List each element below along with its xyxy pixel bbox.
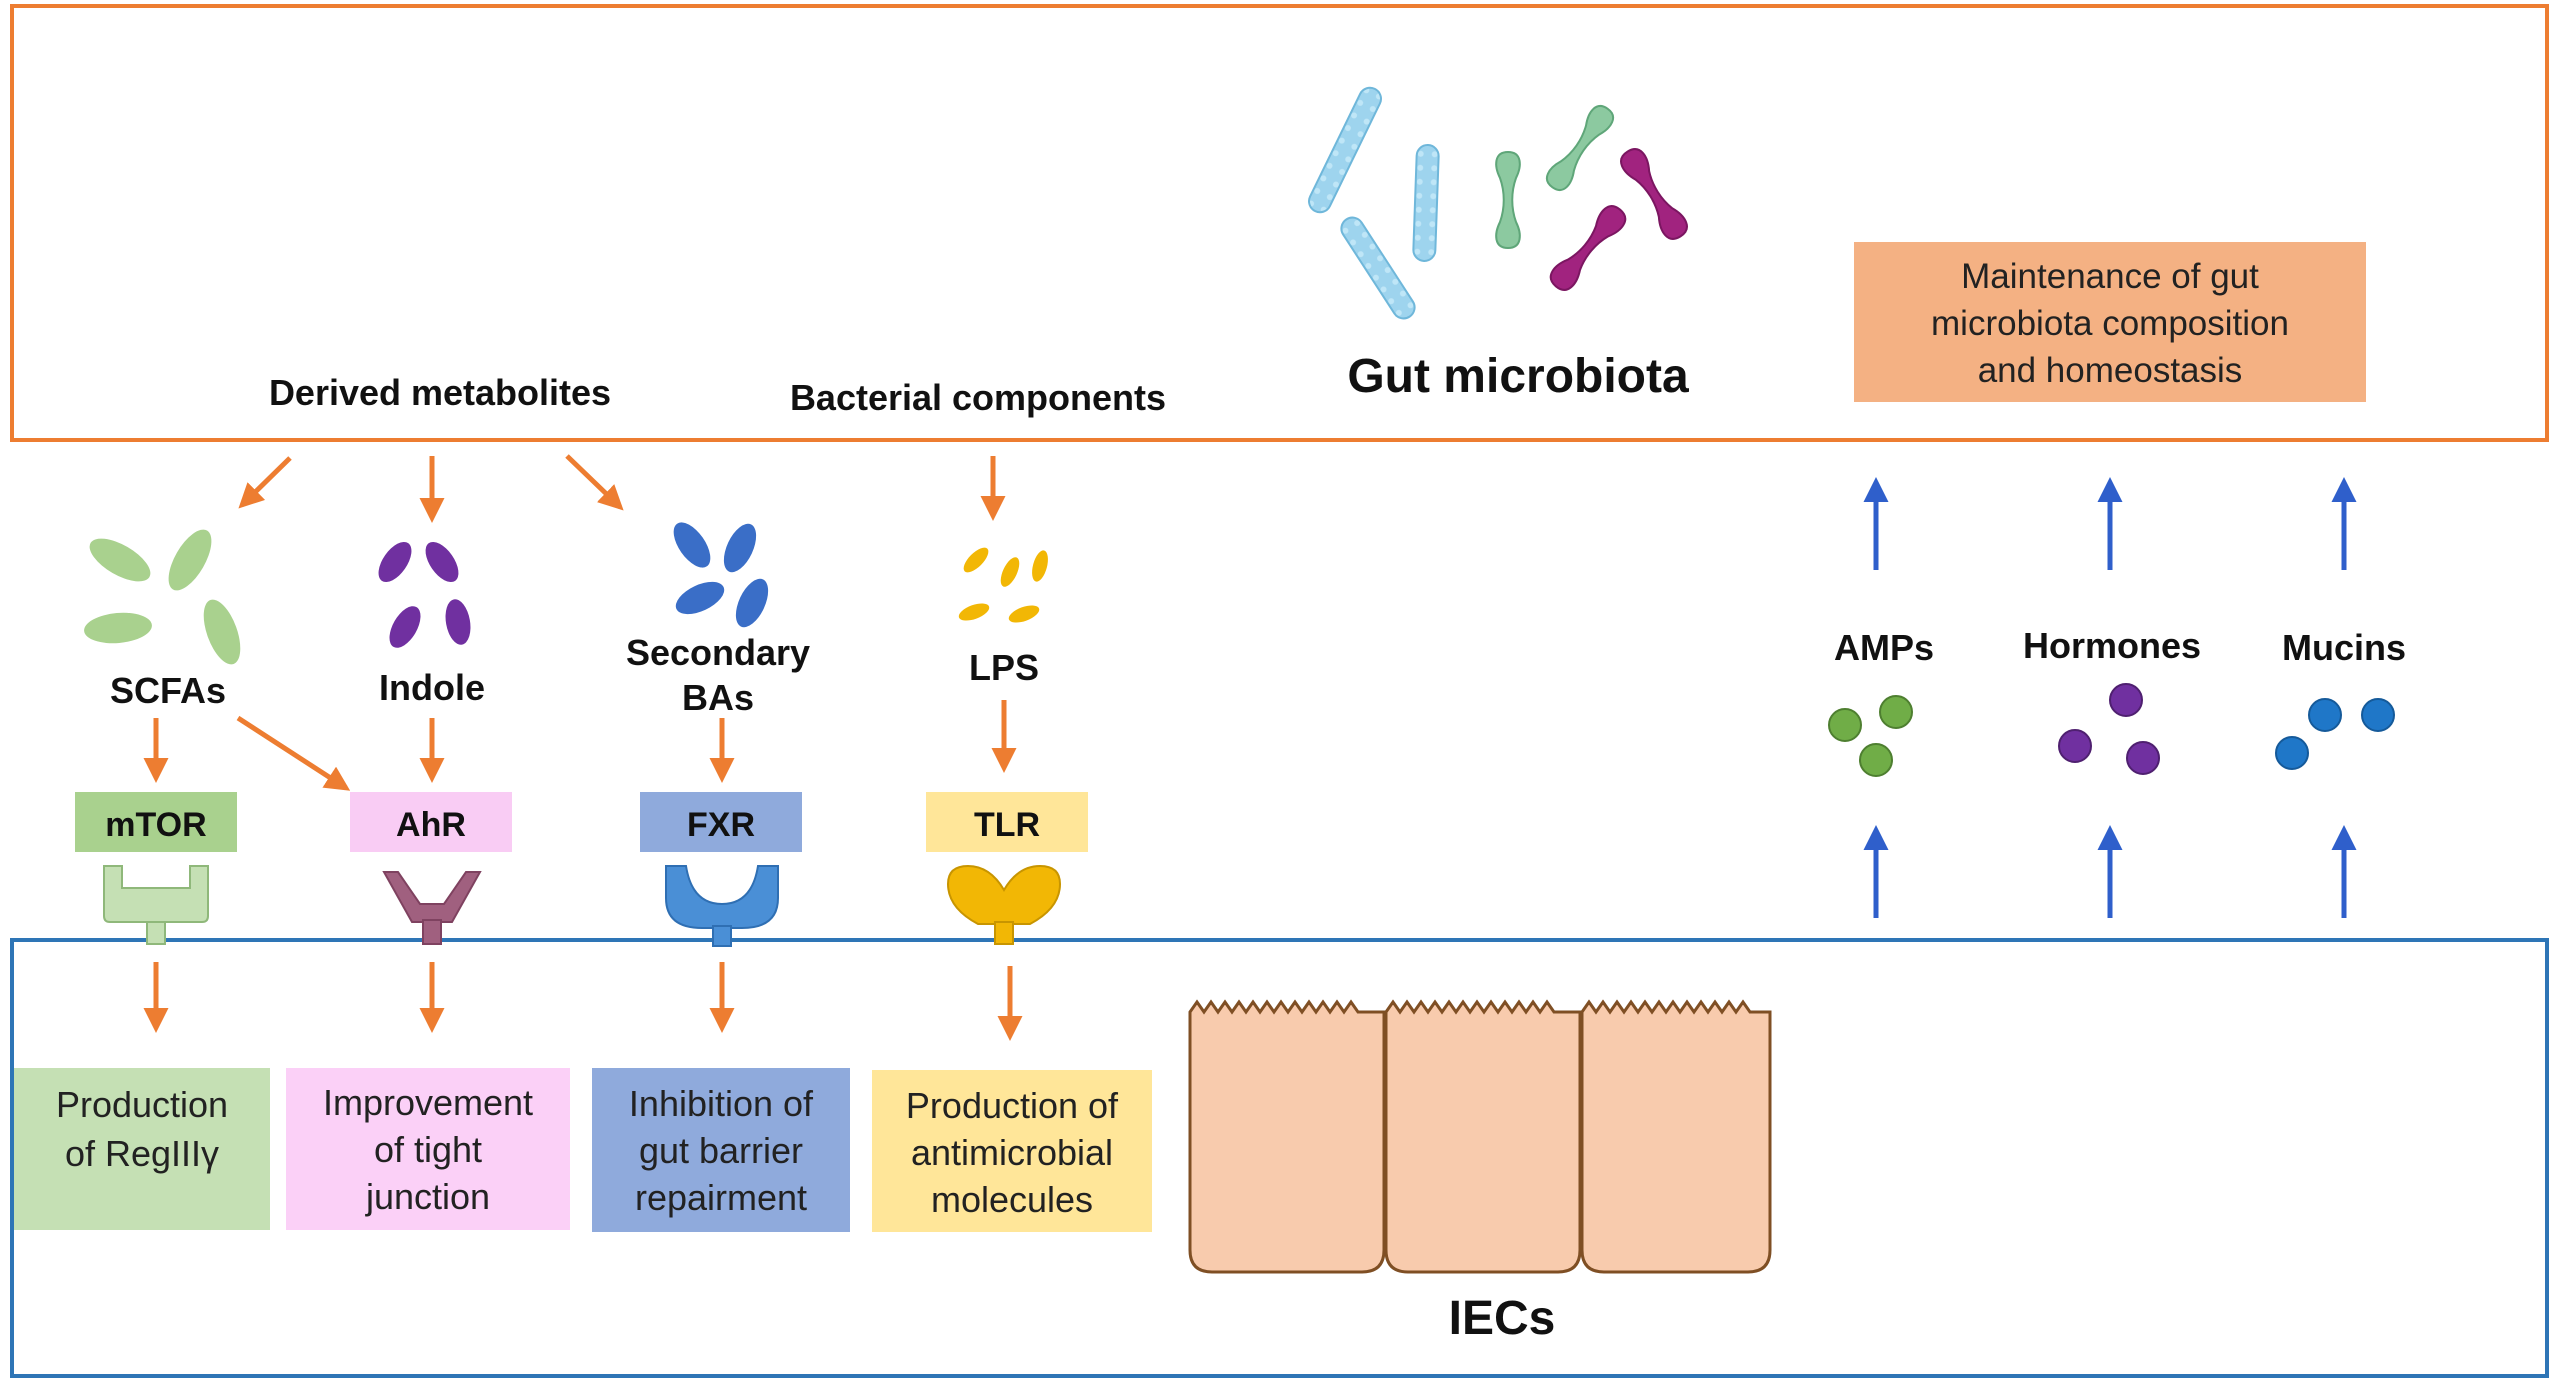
arrow-to-secondary-bas: [565, 454, 624, 511]
regiiiy-line-1: Production: [56, 1084, 228, 1125]
tight-line-2: of tight: [374, 1129, 482, 1170]
secondary-bas-particles: [673, 522, 769, 628]
antimicrobial-line-2: antimicrobial: [911, 1132, 1113, 1173]
metabolite-particle-icon: [445, 599, 471, 645]
rod-bacterium-icon: [1308, 86, 1382, 214]
maintenance-line-2: microbiota composition: [1931, 304, 2289, 343]
metabolite-particle-icon: [1000, 557, 1020, 587]
metabolite-particle-icon: [378, 541, 412, 583]
tlr-receptor-icon: [946, 864, 1062, 945]
blue-arrows: [1863, 477, 2357, 918]
metabolite-particle-icon: [1032, 550, 1048, 582]
bottom-frame: [10, 938, 2549, 1378]
epithelial-cell-icon: [1188, 999, 1386, 1274]
metabolite-particle-icon: [963, 547, 989, 573]
hormone-particle-icon: [2058, 729, 2092, 763]
maintenance-line-1: Maintenance of gut: [1961, 257, 2259, 296]
metabolite-particle-icon: [203, 599, 241, 665]
antimicrobial-line-3: molecules: [931, 1179, 1093, 1220]
inhibition-line-2: gut barrier: [639, 1130, 803, 1171]
hormone-particle-icon: [2109, 683, 2143, 717]
indole-particles: [378, 541, 471, 648]
inhibition-line-3: repairment: [635, 1177, 807, 1218]
mtor-box: mTOR: [75, 792, 237, 852]
bacterial-components-label: Bacterial components: [790, 377, 1166, 418]
gut-microbiota-label: Gut microbiota: [1347, 350, 1689, 403]
top-frame: [10, 4, 2549, 442]
ahr-receptor-icon: [382, 871, 482, 945]
fxr-label: FXR: [687, 806, 755, 844]
rod-bacterium-icon: [1620, 148, 1688, 240]
metabolite-particle-icon: [675, 581, 725, 615]
metabolite-particle-icon: [958, 603, 990, 621]
regiiiy-box: Production of RegIIIγ: [14, 1068, 270, 1230]
fxr-receptor-icon: [665, 865, 779, 947]
epithelial-cell-icon: [1580, 999, 1772, 1274]
orange-arrows: [143, 454, 1023, 1041]
arrow-scfas-to-ahr: [236, 715, 351, 791]
tight-line-3: junction: [365, 1176, 490, 1217]
hormone-particle-icon: [2126, 741, 2160, 775]
rod-bacterium-icon: [1545, 105, 1615, 191]
secondary-bas-label-line-1: Secondary: [626, 632, 810, 673]
metabolite-particle-icon: [84, 612, 152, 644]
metabolite-particle-icon: [168, 529, 212, 591]
metabolite-particle-icon: [735, 578, 769, 628]
tlr-box: TLR: [926, 792, 1088, 852]
ahr-label: AhR: [396, 806, 466, 844]
metabolite-particle-icon: [89, 538, 151, 582]
inhibition-box: Inhibition of gut barrier repairment: [592, 1068, 850, 1232]
secondary-bas-label-line-2: BAs: [682, 677, 754, 718]
scfas-particles: [84, 529, 241, 665]
rod-bacterium-icon: [1495, 150, 1521, 250]
lps-particles: [958, 547, 1048, 623]
amp-particle-icon: [1828, 708, 1862, 742]
bacteria-cluster: [1308, 86, 1688, 320]
metabolite-particle-icon: [425, 541, 459, 583]
regiiiy-line-2: of RegIIIγ: [65, 1133, 219, 1174]
tight-line-1: Improvement: [323, 1082, 533, 1123]
metabolite-particle-icon: [1008, 605, 1040, 623]
antimicrobial-box: Production of antimicrobial molecules: [872, 1070, 1152, 1232]
epithelial-cells: [1188, 999, 1772, 1274]
rod-bacterium-icon: [1340, 216, 1416, 320]
mucin-particle-icon: [2361, 698, 2395, 732]
tlr-label: TLR: [974, 806, 1040, 844]
rod-bacterium-icon: [1549, 205, 1627, 291]
inhibition-line-1: Inhibition of: [629, 1083, 814, 1124]
amps-dots: [1828, 695, 1913, 777]
indole-label: Indole: [379, 667, 485, 708]
mucins-label: Mucins: [2282, 627, 2406, 668]
amp-particle-icon: [1859, 743, 1893, 777]
metabolite-particle-icon: [389, 606, 421, 648]
metabolite-particle-icon: [673, 522, 711, 568]
epithelial-cell-icon: [1384, 999, 1582, 1274]
metabolite-particle-icon: [723, 523, 757, 573]
lps-label: LPS: [969, 647, 1039, 688]
rod-bacterium-icon: [1412, 144, 1440, 262]
hormones-dots: [2058, 683, 2160, 775]
fxr-box: FXR: [640, 792, 802, 852]
ahr-box: AhR: [350, 792, 512, 852]
mtor-label: mTOR: [105, 806, 206, 844]
arrow-to-scfas: [238, 456, 292, 509]
iecs-label: IECs: [1449, 1292, 1556, 1345]
amp-particle-icon: [1879, 695, 1913, 729]
mtor-receptor-icon: [103, 865, 209, 945]
tight-junction-box: Improvement of tight junction: [286, 1068, 570, 1230]
antimicrobial-line-1: Production of: [906, 1085, 1119, 1126]
mucin-particle-icon: [2275, 736, 2309, 770]
amps-label: AMPs: [1834, 627, 1934, 668]
hormones-label: Hormones: [2023, 625, 2201, 666]
scfas-label: SCFAs: [110, 670, 226, 711]
maintenance-line-3: and homeostasis: [1978, 351, 2243, 390]
derived-metabolites-label: Derived metabolites: [269, 372, 611, 413]
maintenance-box: Maintenance of gut microbiota compositio…: [1854, 242, 2366, 402]
mucins-dots: [2275, 698, 2395, 770]
mucin-particle-icon: [2308, 698, 2342, 732]
